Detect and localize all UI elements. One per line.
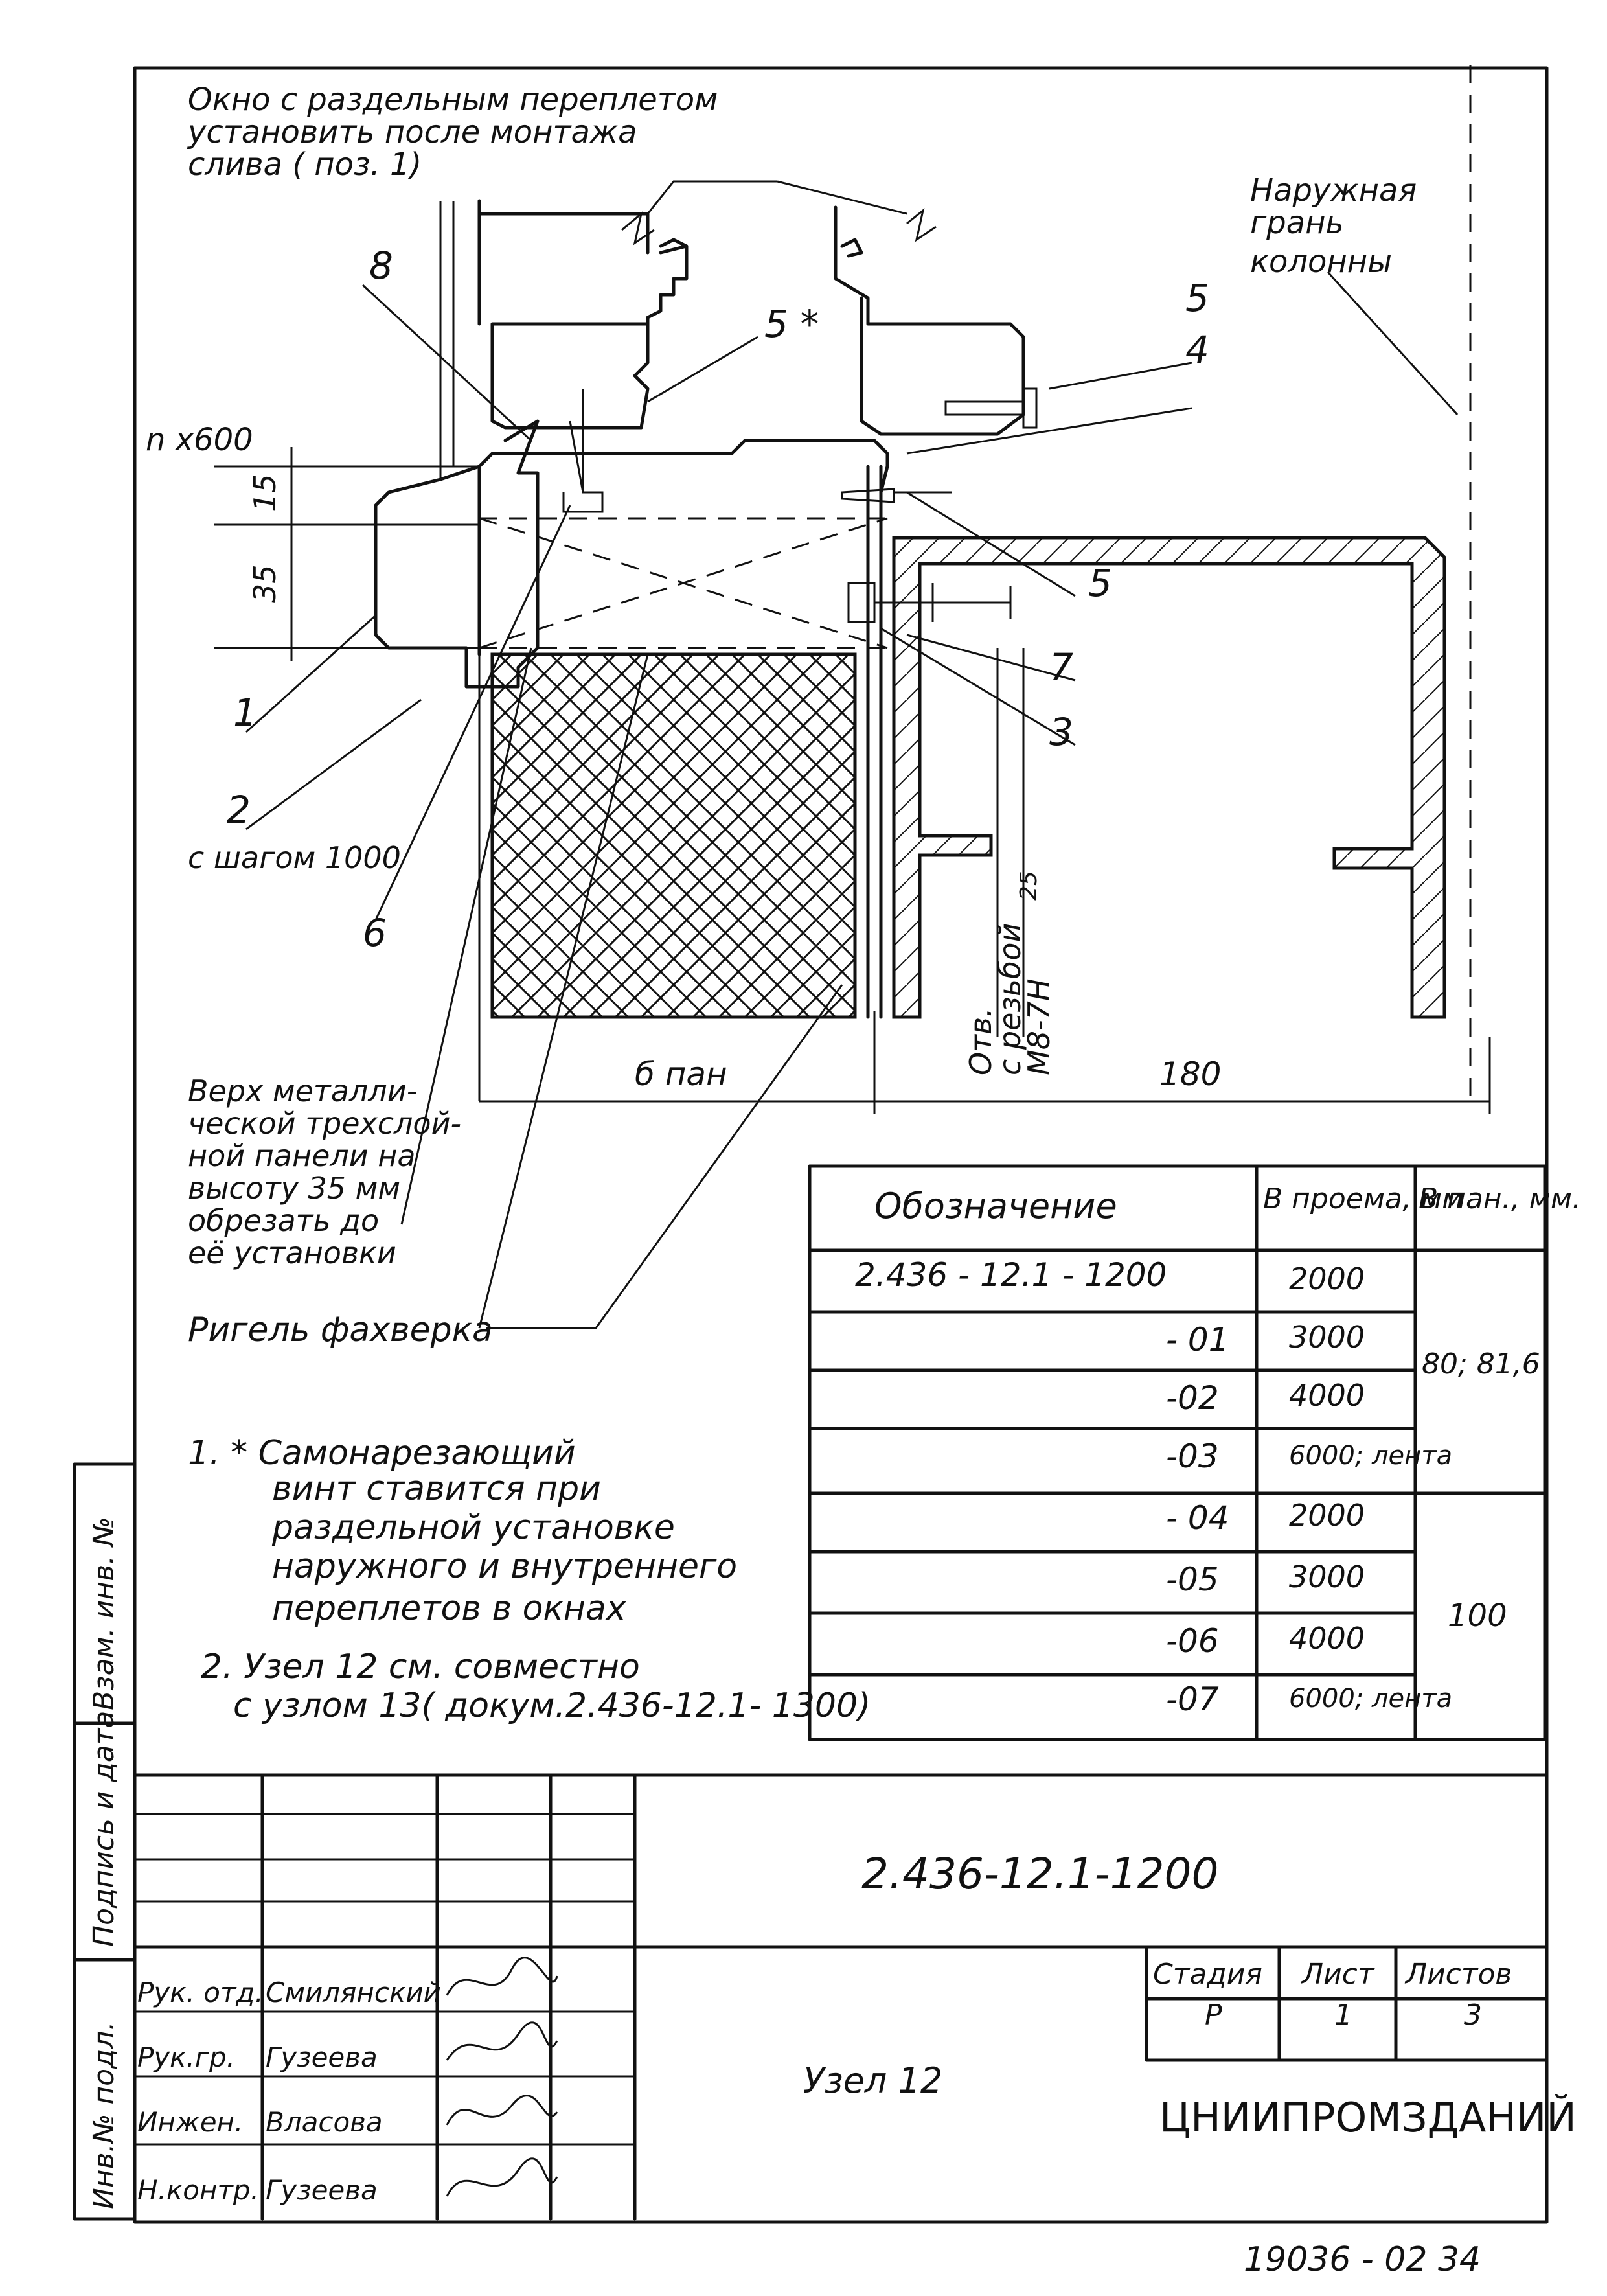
general-notes: 1. * Самонарезающий винт ставится при ра… (188, 1434, 871, 1725)
table-row-bopen: 2000 (1289, 1261, 1365, 1296)
callout-5-star: 5 * (764, 302, 819, 346)
side-stamp-replace: Взам. инв. № (87, 1517, 120, 1710)
sign-role-3: Инжен. (137, 2106, 243, 2138)
flashing-profile (374, 419, 889, 689)
table-row-bopen: 3000 (1289, 1320, 1365, 1355)
organization-name: ЦНИИПРОМЗДАНИЙ (1159, 2094, 1577, 2141)
note-panel-2: ческой трехслой- (188, 1106, 461, 1141)
note-line-7: с узлом 13( докум.2.436-12.1- 1300) (233, 1686, 871, 1725)
note-panel-5: обрезать до (188, 1203, 379, 1238)
sign-role-1: Рук. отд. (137, 1977, 264, 2008)
callout-5-b: 5 (1088, 561, 1112, 605)
callout-1: 1 (233, 691, 257, 735)
table-row-bopen: 2000 (1289, 1498, 1365, 1533)
table-row-bopen: 3000 (1289, 1559, 1365, 1594)
stage-label: Стадия (1153, 1958, 1262, 1991)
callout-7: 7 (1049, 645, 1073, 689)
note-panel-4: высоту 35 мм (188, 1171, 400, 1206)
doc-number: 2.436-12.1-1200 (861, 1849, 1219, 1899)
table-row-code: -03 (1166, 1438, 1219, 1475)
callout-6: 6 (363, 911, 387, 955)
note-top-1: Окно с раздельным переплетом (188, 82, 718, 118)
sheet-frame (133, 66, 1549, 2224)
callout-2-note: с шагом 1000 (188, 840, 401, 875)
dim-nx600: n x600 (146, 422, 253, 458)
note-hole-depth: 25 (1016, 871, 1042, 901)
table-row-bopen: 4000 (1289, 1621, 1365, 1656)
table-bpan-group-1: 80; 81,6 (1422, 1348, 1540, 1381)
table-row-code: -02 (1166, 1379, 1219, 1417)
note-line-6: 2. Узел 12 см. совместно (201, 1647, 640, 1686)
note-panel-1: Верх металли- (188, 1073, 417, 1108)
note-rigel: Ригель фахверка (188, 1311, 493, 1349)
table-row-code: - 01 (1166, 1321, 1229, 1359)
dim-15: 15 (247, 474, 282, 512)
sign-name-4: Гузеева (266, 2174, 378, 2206)
callout-2: 2 (227, 788, 251, 832)
side-stamp-signature: Подпись и дата (87, 1711, 120, 1947)
note-column-1: Наружная (1250, 172, 1417, 209)
table-row-bopen: 6000; лента (1289, 1684, 1452, 1714)
signature-scribble (446, 2021, 558, 2061)
note-line-3: раздельной установке (271, 1508, 675, 1547)
dim-bpan: б пан (635, 1055, 727, 1093)
spec-table: Обозначение B проема, мм B пан., мм. 2.4… (808, 1164, 1581, 1741)
sheet-value: 1 (1334, 1999, 1352, 2032)
right-window-frame (834, 212, 1025, 436)
stage-value: Р (1205, 1999, 1222, 2032)
note-panel-3: ной панели на (188, 1138, 416, 1173)
drawing-title: Узел 12 (803, 2060, 942, 2101)
sign-name-2: Гузеева (266, 2041, 378, 2073)
sign-name-1: Смилянский (266, 1977, 441, 2008)
table-header-bpan: B пан., мм. (1419, 1182, 1581, 1215)
note-top-3: слива ( поз. 1) (188, 146, 422, 183)
side-stamp-inv: Инв.№ подл. (87, 2021, 120, 2209)
column-profile (892, 536, 1446, 1019)
callout-8: 8 (369, 244, 393, 288)
sheets-value: 3 (1464, 1999, 1482, 2032)
note-line-4: наружного и внутреннего (272, 1547, 737, 1586)
table-row-code: - 04 (1166, 1499, 1229, 1537)
note-line-1: 1. * Самонарезающий (188, 1434, 576, 1473)
table-header-code: Обозначение (874, 1186, 1117, 1226)
dim-180: 180 (1159, 1055, 1221, 1093)
signature-scribble (446, 2095, 558, 2126)
note-hole-3: М8-7Н (1021, 979, 1056, 1075)
note-line-5: переплетов в окнах (272, 1589, 627, 1628)
panel-insulation (490, 652, 857, 1019)
note-column-3: колонны (1250, 244, 1392, 280)
table-row-code: -06 (1166, 1622, 1219, 1660)
title-block: 2.436-12.1-1200 Узел 12 Стадия Лист Лист… (133, 1773, 1577, 2221)
table-row-code: -05 (1166, 1561, 1219, 1598)
table-row-bopen: 6000; лента (1289, 1441, 1452, 1471)
sheet-label: Лист (1301, 1958, 1375, 1991)
footer-code: 19036 - 02 34 (1244, 2240, 1481, 2279)
sheets-label: Листов (1404, 1958, 1512, 1991)
callout-5-a: 5 (1185, 276, 1209, 320)
note-line-2: винт ставится при (272, 1469, 601, 1508)
table-header-bopen: B проема, мм (1263, 1182, 1463, 1215)
note-column-2: грань (1250, 205, 1344, 241)
dim-35: 35 (247, 564, 282, 603)
table-bpan-group-2: 100 (1448, 1598, 1507, 1634)
note-hole-1: Отв. (963, 1007, 998, 1075)
note-hole-2: с резьбой (992, 923, 1027, 1075)
sign-role-4: Н.контр. (137, 2174, 259, 2206)
sign-name-3: Власова (266, 2106, 383, 2138)
table-row-code: -07 (1166, 1681, 1219, 1718)
note-panel-6: её установки (188, 1235, 396, 1270)
signature-scribble (446, 1957, 558, 1996)
callout-4: 4 (1185, 328, 1209, 372)
signature-scribble (446, 2157, 558, 2197)
sign-role-2: Рук.гр. (137, 2041, 235, 2073)
table-row-bopen: 4000 (1289, 1378, 1365, 1413)
callout-3: 3 (1049, 710, 1073, 754)
note-top-2: установить после монтажа (187, 114, 637, 150)
section-drawing (214, 65, 1491, 1329)
table-row-code: 2.436 - 12.1 - 1200 (855, 1256, 1167, 1294)
